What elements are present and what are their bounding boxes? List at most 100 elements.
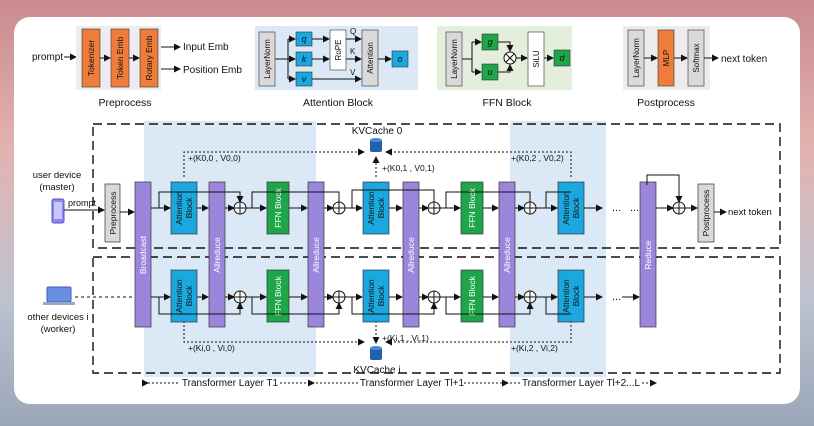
kv-bottom-2: +(Ki,2 , Vi,2) xyxy=(511,343,558,353)
main-next-token-label: next token xyxy=(728,207,772,218)
d-block xyxy=(553,49,571,67)
svg-text:V: V xyxy=(350,68,356,77)
kv-top-2: +(K0,2 , V0,2) xyxy=(511,153,564,163)
svg-text:LayerNorm: LayerNorm xyxy=(263,39,272,79)
svg-text:Allreduce: Allreduce xyxy=(406,237,416,273)
tokenizer-label: Tokenizer xyxy=(86,40,96,77)
svg-text:g: g xyxy=(487,37,492,47)
allreduce-3 xyxy=(402,181,420,328)
svg-text:FFN Block: FFN Block xyxy=(273,187,283,227)
add-op-bottom-4 xyxy=(523,290,537,304)
ellipsis-top: ... xyxy=(612,202,621,214)
svg-text:LayerNorm: LayerNorm xyxy=(632,38,641,78)
svg-text:Block: Block xyxy=(376,285,386,307)
svg-text:Block: Block xyxy=(571,285,581,307)
input-emb-label: Input Emb xyxy=(183,42,229,53)
svg-text:Block: Block xyxy=(184,285,194,307)
svg-text:o: o xyxy=(397,54,402,64)
kv-bottom-0: +(Ki,0 , Vi,0) xyxy=(188,343,235,353)
top-prompt-label: prompt xyxy=(32,52,63,63)
add-op-top-1 xyxy=(233,201,247,215)
svg-text:Attention: Attention xyxy=(561,279,571,313)
ellipsis-bottom: ... xyxy=(612,291,621,303)
svg-text:Attention: Attention xyxy=(174,191,184,225)
add-op-bottom-1 xyxy=(233,290,247,304)
legend-preprocess: prompt Tokenizer Token Emb Rotary Emb In… xyxy=(32,26,242,109)
layer-shade-1 xyxy=(144,121,316,377)
legend-ffn-block: LayerNorm g u SiLU d FFN Block xyxy=(437,26,572,109)
postprocess-caption: Postprocess xyxy=(637,97,695,109)
kv-top-1: +(K0,1 , V0,1) xyxy=(382,163,435,173)
add-op-top-3 xyxy=(427,201,441,215)
attention-block-caption: Attention Block xyxy=(303,97,374,109)
user-device-role: (master) xyxy=(39,182,74,193)
next-token-label-top: next token xyxy=(721,54,767,65)
token-emb-label: Token Emb xyxy=(115,36,125,79)
allreduce-4 xyxy=(498,181,516,328)
legend-postprocess: LayerNorm MLP Softmax next token Postpro… xyxy=(623,26,767,109)
broadcast-block xyxy=(134,181,152,328)
add-op-top-4 xyxy=(523,201,537,215)
svg-text:Block: Block xyxy=(376,197,386,219)
svg-text:q: q xyxy=(301,34,306,44)
silu-block xyxy=(527,31,545,87)
svg-text:Attention: Attention xyxy=(366,42,375,74)
attention-block-top-3 xyxy=(557,181,585,235)
add-op-top-2 xyxy=(332,201,346,215)
layer-label-2: Transformer Layer Tl+1 xyxy=(360,378,465,389)
rotary-emb-label: Rotary Emb xyxy=(144,35,154,80)
svg-text:Postprocess: Postprocess xyxy=(701,190,711,237)
svg-text:Reduce: Reduce xyxy=(643,240,653,270)
worker-device-box xyxy=(92,256,781,374)
preprocess-caption: Preprocess xyxy=(98,97,151,109)
ffn-block-bottom-1 xyxy=(266,269,290,323)
reduce-block xyxy=(639,181,657,328)
other-devices-role: (worker) xyxy=(41,324,76,335)
svg-text:Attention: Attention xyxy=(366,279,376,313)
other-devices-label: other devices i xyxy=(27,312,88,323)
allreduce-2 xyxy=(307,181,325,328)
layer-label-1: Transformer Layer T1 xyxy=(182,378,279,389)
svg-text:Block: Block xyxy=(571,197,581,219)
svg-text:Block: Block xyxy=(184,197,194,219)
attention-op-block xyxy=(361,29,379,87)
svg-text:Broadcast: Broadcast xyxy=(138,235,148,274)
o-block xyxy=(391,50,409,68)
user-device-label: user device xyxy=(33,170,82,181)
svg-text:k: k xyxy=(302,54,307,64)
svg-text:Allreduce: Allreduce xyxy=(212,237,222,273)
attention-block-bottom-2 xyxy=(362,269,390,323)
diagram-card: prompt Tokenizer Token Emb Rotary Emb In… xyxy=(14,17,800,404)
legend-attention-block: LayerNorm q k v RoPE Q K V Attention o A… xyxy=(255,26,418,109)
laptop-icon xyxy=(43,286,75,305)
main-preprocess-block xyxy=(104,183,121,243)
add-op-bottom-3 xyxy=(427,290,441,304)
layer-shade-3 xyxy=(510,121,606,377)
svg-text:FFN Block: FFN Block xyxy=(273,275,283,315)
master-device-box xyxy=(92,123,781,249)
ffn-block-bottom-2 xyxy=(460,269,484,323)
add-op-bottom-2 xyxy=(332,290,346,304)
svg-text:RoPE: RoPE xyxy=(334,40,343,61)
kvcache-i-icon xyxy=(370,346,382,360)
position-emb-label: Position Emb xyxy=(183,65,242,76)
svg-text:Attention: Attention xyxy=(174,279,184,313)
kvcache-0-icon xyxy=(370,138,382,152)
svg-text:v: v xyxy=(302,74,307,84)
rotary-emb-block xyxy=(139,28,159,88)
svg-text:SiLU: SiLU xyxy=(532,50,541,68)
ffn-block-caption: FFN Block xyxy=(482,97,532,109)
svg-text:Attention: Attention xyxy=(561,191,571,225)
svg-text:LayerNorm: LayerNorm xyxy=(450,39,459,79)
svg-text:Allreduce: Allreduce xyxy=(502,237,512,273)
rope-block xyxy=(329,29,347,71)
svg-text:Q: Q xyxy=(350,27,356,36)
attention-block-top-2 xyxy=(362,181,390,235)
attention-block-bottom-1 xyxy=(170,269,198,323)
allreduce-1 xyxy=(208,181,226,328)
svg-text:Preprocess: Preprocess xyxy=(108,192,118,235)
architecture-diagram: prompt Tokenizer Token Emb Rotary Emb In… xyxy=(27,26,781,389)
svg-text:Attention: Attention xyxy=(366,191,376,225)
phone-icon xyxy=(51,198,65,224)
attention-block-bottom-3 xyxy=(557,269,585,323)
